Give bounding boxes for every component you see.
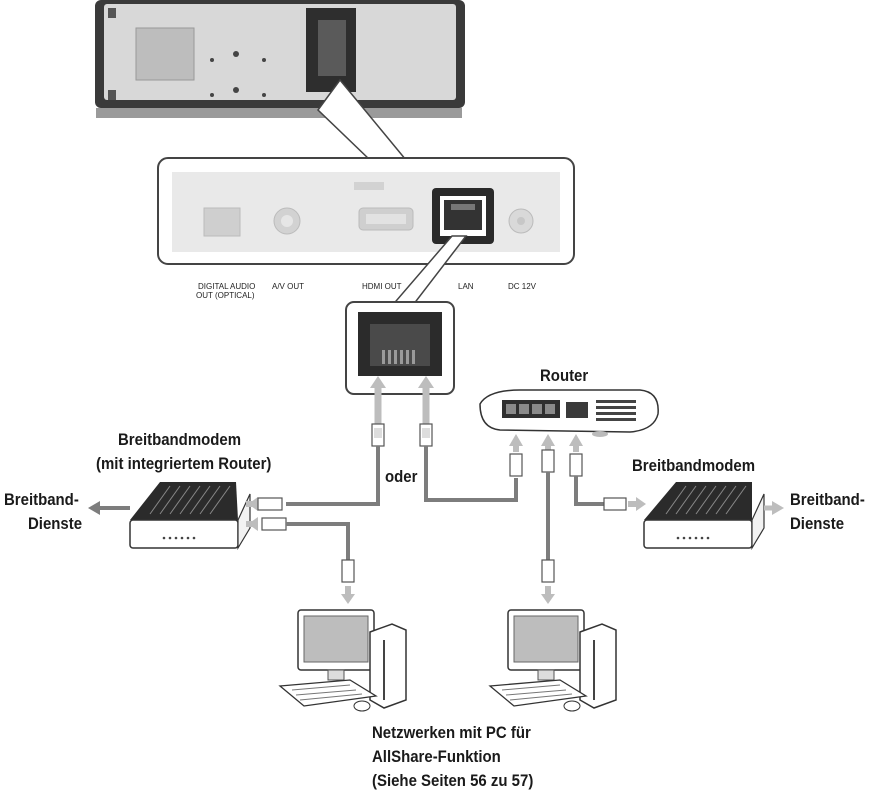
pc-left [278, 609, 407, 712]
port-label-digital-audio: DIGITAL AUDIO [198, 282, 256, 291]
label-services-right-1: Breitband- [790, 490, 865, 509]
label-services-left-1: Breitband- [4, 490, 79, 509]
label-pc-line3: (Siehe Seiten 56 zu 57) [372, 771, 534, 790]
port-label-optical: OUT (OPTICAL) [196, 291, 255, 300]
label-router: Router [540, 366, 589, 385]
lan-jack-zoom [345, 301, 455, 395]
label-modem-router-line1: Breitbandmodem [118, 430, 242, 449]
main-device [95, 0, 465, 118]
modem-device [643, 482, 765, 551]
label-services-right-2: Dienste [790, 514, 845, 533]
plug-right [419, 423, 433, 447]
port-label-av-out: A/V OUT [272, 282, 305, 291]
plug-left [371, 423, 385, 447]
pc-right [488, 609, 617, 712]
label-services-left-2: Dienste [28, 514, 83, 533]
label-oder: oder [385, 467, 418, 486]
label-modem: Breitbandmodem [632, 456, 756, 475]
label-modem-router-line2: (mit integriertem Router) [96, 454, 272, 473]
label-pc-line2: AllShare-Funktion [372, 747, 501, 766]
port-label-lan: LAN [458, 282, 474, 291]
label-pc-line1: Netzwerken mit PC für [372, 723, 531, 742]
router-device [479, 389, 659, 437]
port-label-hdmi-out: HDMI OUT [362, 282, 402, 291]
connector-panel [157, 157, 575, 265]
port-label-dc: DC 12V [508, 282, 537, 291]
modem-with-router [129, 482, 251, 551]
